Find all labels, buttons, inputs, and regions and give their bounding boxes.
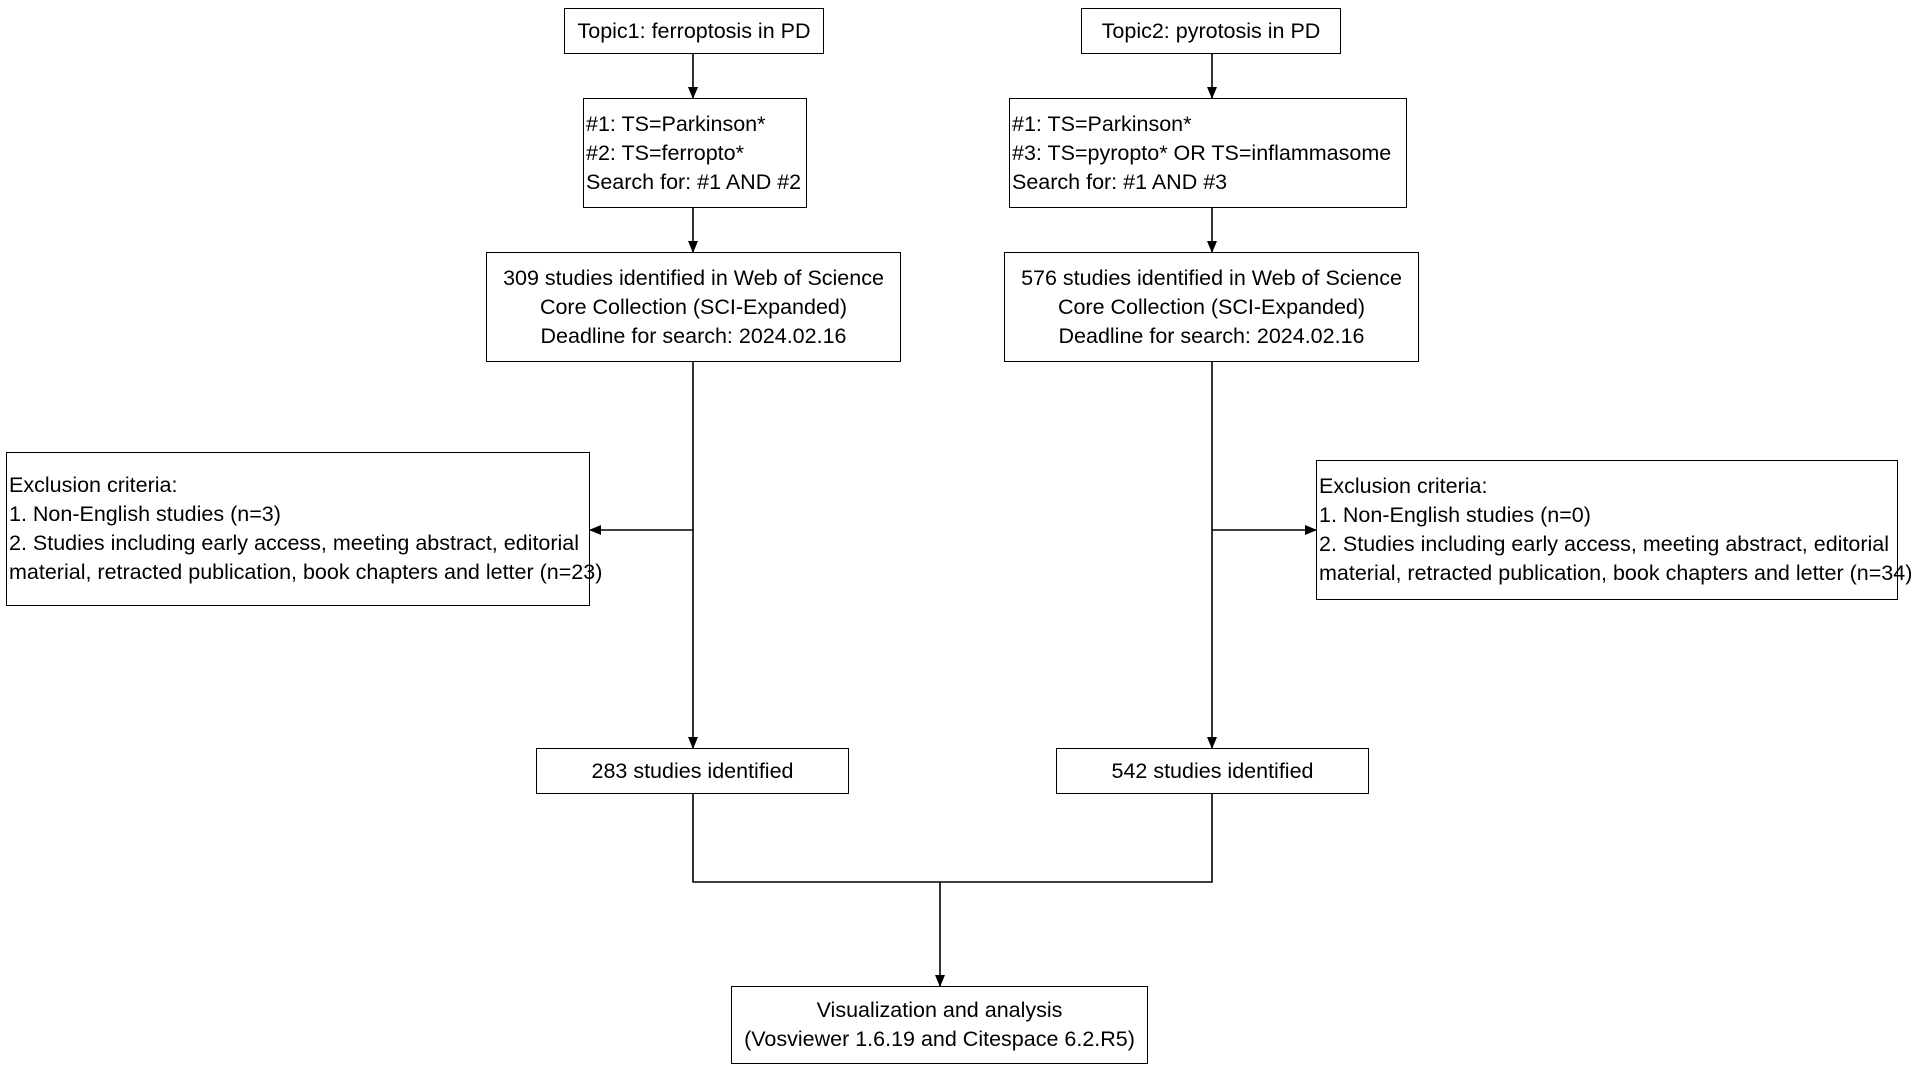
exclusion1-heading: Exclusion criteria: bbox=[9, 473, 178, 497]
query2-box: #1: TS=Parkinson* #3: TS=pyropto* OR TS=… bbox=[1009, 98, 1407, 208]
query1-box: #1: TS=Parkinson* #2: TS=ferropto* Searc… bbox=[583, 98, 807, 208]
identified1-box: 309 studies identified in Web of Science… bbox=[486, 252, 901, 362]
merge-line bbox=[692, 794, 1213, 883]
query1-line-2: #2: TS=ferropto* bbox=[586, 140, 744, 165]
topic1-box: Topic1: ferroptosis in PD bbox=[564, 8, 824, 54]
identified1-line-3: Deadline for search: 2024.02.16 bbox=[540, 323, 847, 348]
final2-label: 542 studies identified bbox=[1111, 758, 1314, 783]
exclusion1-line-2: 2. Studies including early access, meeti… bbox=[9, 531, 580, 555]
final1-label: 283 studies identified bbox=[591, 758, 794, 783]
identified1-line-1: 309 studies identified in Web of Science bbox=[503, 265, 884, 290]
result-line-1: Visualization and analysis bbox=[816, 998, 1063, 1022]
exclusion1-line-3: material, retracted publication, book ch… bbox=[9, 560, 603, 584]
topic2-label: Topic2: pyrotosis in PD bbox=[1101, 18, 1321, 43]
identified1-line-2: Core Collection (SCI-Expanded) bbox=[539, 294, 848, 319]
final1-box: 283 studies identified bbox=[536, 748, 849, 794]
identified2-box: 576 studies identified in Web of Science… bbox=[1004, 252, 1419, 362]
exclusion2-line-3: material, retracted publication, book ch… bbox=[1319, 561, 1912, 585]
final2-box: 542 studies identified bbox=[1056, 748, 1369, 794]
identified2-line-3: Deadline for search: 2024.02.16 bbox=[1058, 323, 1365, 348]
topic1-label: Topic1: ferroptosis in PD bbox=[577, 18, 811, 43]
query2-line-2: #3: TS=pyropto* OR TS=inflammasome bbox=[1012, 140, 1392, 165]
query2-line-1: #1: TS=Parkinson* bbox=[1012, 111, 1192, 136]
identified2-line-1: 576 studies identified in Web of Science bbox=[1021, 265, 1402, 290]
query1-line-1: #1: TS=Parkinson* bbox=[586, 111, 766, 136]
topic2-box: Topic2: pyrotosis in PD bbox=[1081, 8, 1341, 54]
exclusion2-line-2: 2. Studies including early access, meeti… bbox=[1319, 532, 1890, 556]
result-box: Visualization and analysis (Vosviewer 1.… bbox=[731, 986, 1148, 1064]
exclusion2-box: Exclusion criteria: 1. Non-English studi… bbox=[1316, 460, 1912, 600]
exclusion2-line-1: 1. Non-English studies (n=0) bbox=[1319, 503, 1591, 527]
exclusion1-box: Exclusion criteria: 1. Non-English studi… bbox=[6, 452, 603, 606]
query1-line-3: Search for: #1 AND #2 bbox=[586, 169, 802, 194]
exclusion1-line-1: 1. Non-English studies (n=3) bbox=[9, 502, 281, 526]
query2-line-3: Search for: #1 AND #3 bbox=[1012, 169, 1228, 194]
exclusion2-heading: Exclusion criteria: bbox=[1319, 474, 1488, 498]
result-line-2: (Vosviewer 1.6.19 and Citespace 6.2.R5) bbox=[744, 1027, 1135, 1051]
identified2-line-2: Core Collection (SCI-Expanded) bbox=[1057, 294, 1366, 319]
